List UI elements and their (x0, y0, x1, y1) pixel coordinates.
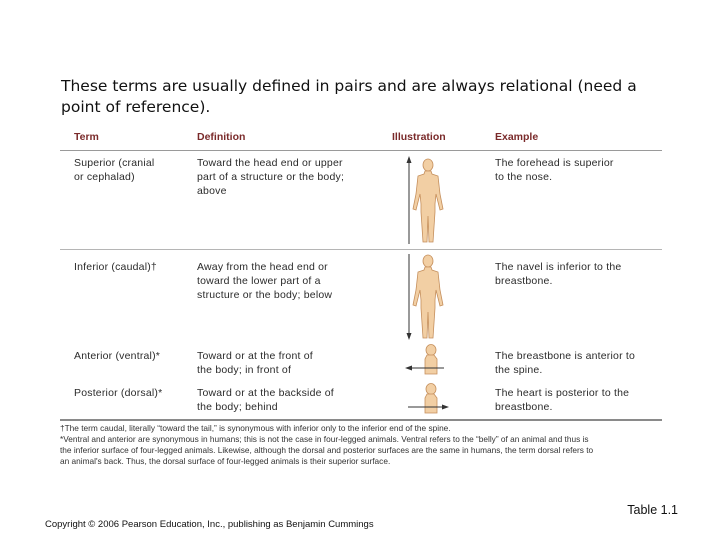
human-front-figure-arrow-down-icon (406, 254, 444, 340)
header-example: Example (495, 131, 539, 143)
definition-cell: Away from the head end or toward the low… (197, 261, 333, 301)
example-cell: The navel is inferior to the breastbone. (495, 261, 622, 287)
header-term: Term (74, 131, 99, 143)
definition-cell: Toward the head end or upper part of a s… (197, 157, 345, 197)
table-bottom-rule (60, 419, 662, 421)
example-cell: The forehead is superior to the nose. (495, 157, 614, 183)
table-header-row: Term Definition Illustration Example (60, 128, 662, 151)
copyright-notice: Copyright © 2006 Pearson Education, Inc.… (45, 519, 374, 530)
intro-text: These terms are usually defined in pairs… (61, 77, 637, 116)
term-cell: Inferior (caudal)† (74, 261, 157, 273)
table-row-superior: Superior (cranial or cephalad) Toward th… (60, 154, 662, 246)
example-cell: The heart is posterior to the breastbone… (495, 387, 630, 413)
definition-cell: Toward or at the backside of the body; b… (197, 387, 334, 413)
table-footnotes: †The term caudal, literally “toward the … (60, 423, 662, 467)
row-divider (60, 249, 662, 250)
term-cell: Superior (cranial or cephalad) (74, 157, 155, 183)
header-definition: Definition (197, 131, 246, 143)
footnote-caudal: †The term caudal, literally “toward the … (60, 423, 451, 433)
table-row-inferior: Inferior (caudal)† Away from the head en… (60, 252, 662, 342)
table-label: Table 1.1 (627, 503, 678, 517)
term-cell: Anterior (ventral)* (74, 350, 161, 362)
human-side-figure-arrow-back-icon (408, 383, 449, 414)
human-front-figure-arrow-up-icon (406, 156, 444, 244)
table-row-posterior: Posterior (dorsal)* Toward or at the bac… (60, 382, 662, 418)
term-cell: Posterior (dorsal)* (74, 387, 163, 399)
definition-cell: Toward or at the front of the body; in f… (197, 350, 313, 376)
human-side-figure-arrow-front-icon (405, 344, 444, 375)
header-illustration: Illustration (392, 131, 446, 143)
footnote-ventral-line: an animal's back. Thus, the dorsal surfa… (60, 456, 391, 466)
footnote-ventral-line: the inferior surface of four-legged anim… (60, 445, 594, 455)
directional-terms-table: Term Definition Illustration Example Sup… (60, 128, 662, 466)
footnote-ventral-line: *Ventral and anterior are synonymous in … (60, 434, 589, 444)
table-row-anterior: Anterior (ventral)* Toward or at the fro… (60, 344, 662, 380)
example-cell: The breastbone is anterior to the spine. (495, 350, 636, 376)
